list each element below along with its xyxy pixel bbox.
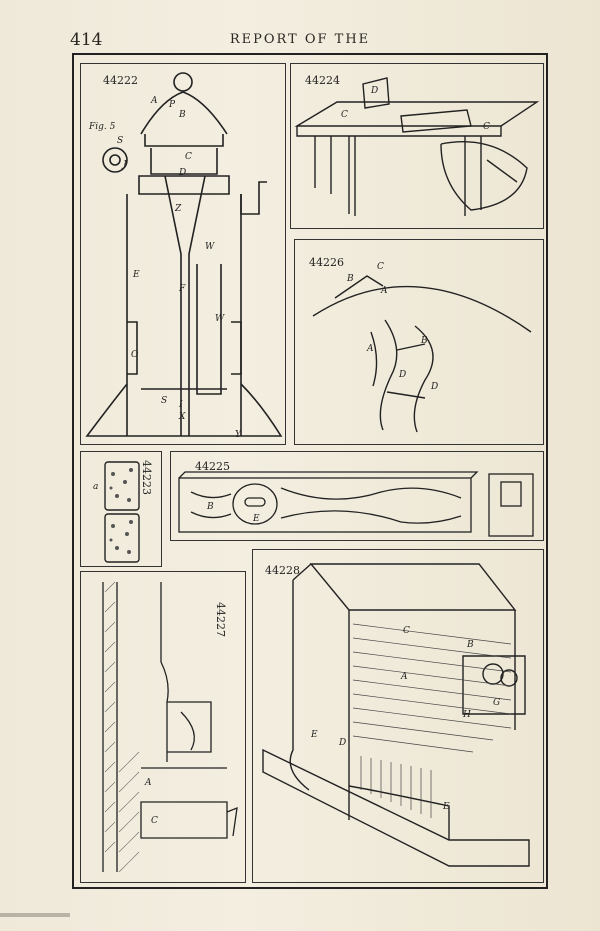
label-O: O <box>131 350 139 360</box>
label-D: D <box>399 370 407 380</box>
label-J: J <box>123 160 127 170</box>
label-D: D <box>371 86 379 96</box>
label-A: A <box>381 286 388 296</box>
figure-44226: 44226 C B A B A D D <box>294 239 544 445</box>
label-C2: C <box>483 122 490 132</box>
label-B: B <box>179 110 186 120</box>
label-C: C <box>151 816 158 826</box>
page-header: 414 REPORT OF THE <box>0 30 600 50</box>
label-W2: W <box>215 314 225 324</box>
figure-number: 44224 <box>305 74 340 87</box>
label-A: A <box>145 778 152 788</box>
plank-drawing <box>178 471 534 537</box>
label-A: A <box>151 96 158 106</box>
label-A: A <box>401 672 408 682</box>
label-E: E <box>133 270 140 280</box>
label-I: I <box>179 400 183 410</box>
label-S: S <box>117 136 124 146</box>
furnace-section-drawing <box>102 581 238 873</box>
label-E: E <box>311 730 318 740</box>
label-E2: E <box>443 802 450 812</box>
label-X: X <box>179 412 186 422</box>
label-W: W <box>205 242 215 252</box>
label-D: D <box>179 168 187 178</box>
figure-number: 44225 <box>195 460 230 473</box>
stove-section-drawing <box>85 72 283 437</box>
label-B: B <box>347 274 354 284</box>
label-F: F <box>179 284 186 294</box>
label-S2: S <box>161 396 168 406</box>
label-D2: D <box>431 382 439 392</box>
spring-clip-drawing <box>312 275 532 433</box>
label-C: C <box>377 262 384 272</box>
label-B: B <box>467 640 474 650</box>
label-B2: B <box>421 336 428 346</box>
label-a: a <box>93 482 99 492</box>
figure-44223: 44223 a <box>80 451 162 567</box>
label-C: C <box>341 110 348 120</box>
table-device-drawing <box>294 77 540 216</box>
label-C: C <box>185 152 192 162</box>
figure-number: 44228 <box>265 564 300 577</box>
plate-frame: 44222 Fig. 5 <box>72 53 548 889</box>
label-B: B <box>207 502 214 512</box>
page-edge-shadow <box>0 913 70 917</box>
label-E: E <box>253 514 260 524</box>
figure-44225: 44225 B E <box>170 451 544 541</box>
figure-44224: 44224 D C C <box>290 63 544 229</box>
label-P: P <box>169 100 176 110</box>
label-Y: Y <box>235 430 241 440</box>
figure-number: 44222 <box>103 74 138 87</box>
label-G: G <box>493 698 501 708</box>
figure-44227: 44227 A C <box>80 571 246 883</box>
figure-44222: 44222 Fig. 5 <box>80 63 286 445</box>
label-C: C <box>403 626 410 636</box>
label-D: D <box>339 738 347 748</box>
label-A2: A <box>367 344 374 354</box>
running-title: REPORT OF THE <box>229 32 371 47</box>
figure-number: 44226 <box>309 256 344 269</box>
brick-block-drawing <box>104 461 140 563</box>
fireplace-drawing <box>262 563 530 867</box>
label-Z: Z <box>175 204 182 214</box>
figure-44228: 44228 C B A E <box>252 549 544 883</box>
label-H: H <box>463 710 471 720</box>
figure-caption: Fig. 5 <box>89 122 116 132</box>
page-number: 414 <box>70 30 103 50</box>
